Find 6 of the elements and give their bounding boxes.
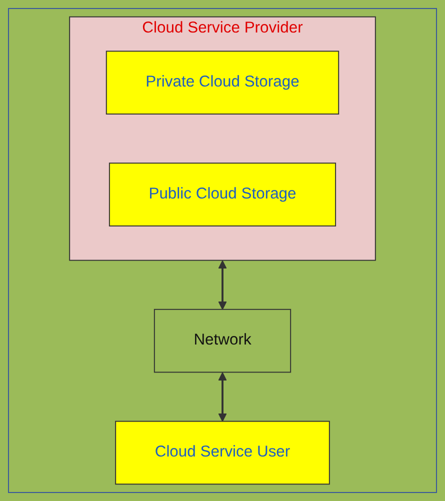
arrow — [218, 260, 227, 310]
arrow — [218, 372, 227, 422]
node-box: Cloud Service User — [115, 420, 330, 485]
node-box: Network — [154, 308, 292, 373]
node-box: Private Cloud Storage — [106, 50, 340, 115]
node-box: Public Cloud Storage — [108, 162, 336, 226]
